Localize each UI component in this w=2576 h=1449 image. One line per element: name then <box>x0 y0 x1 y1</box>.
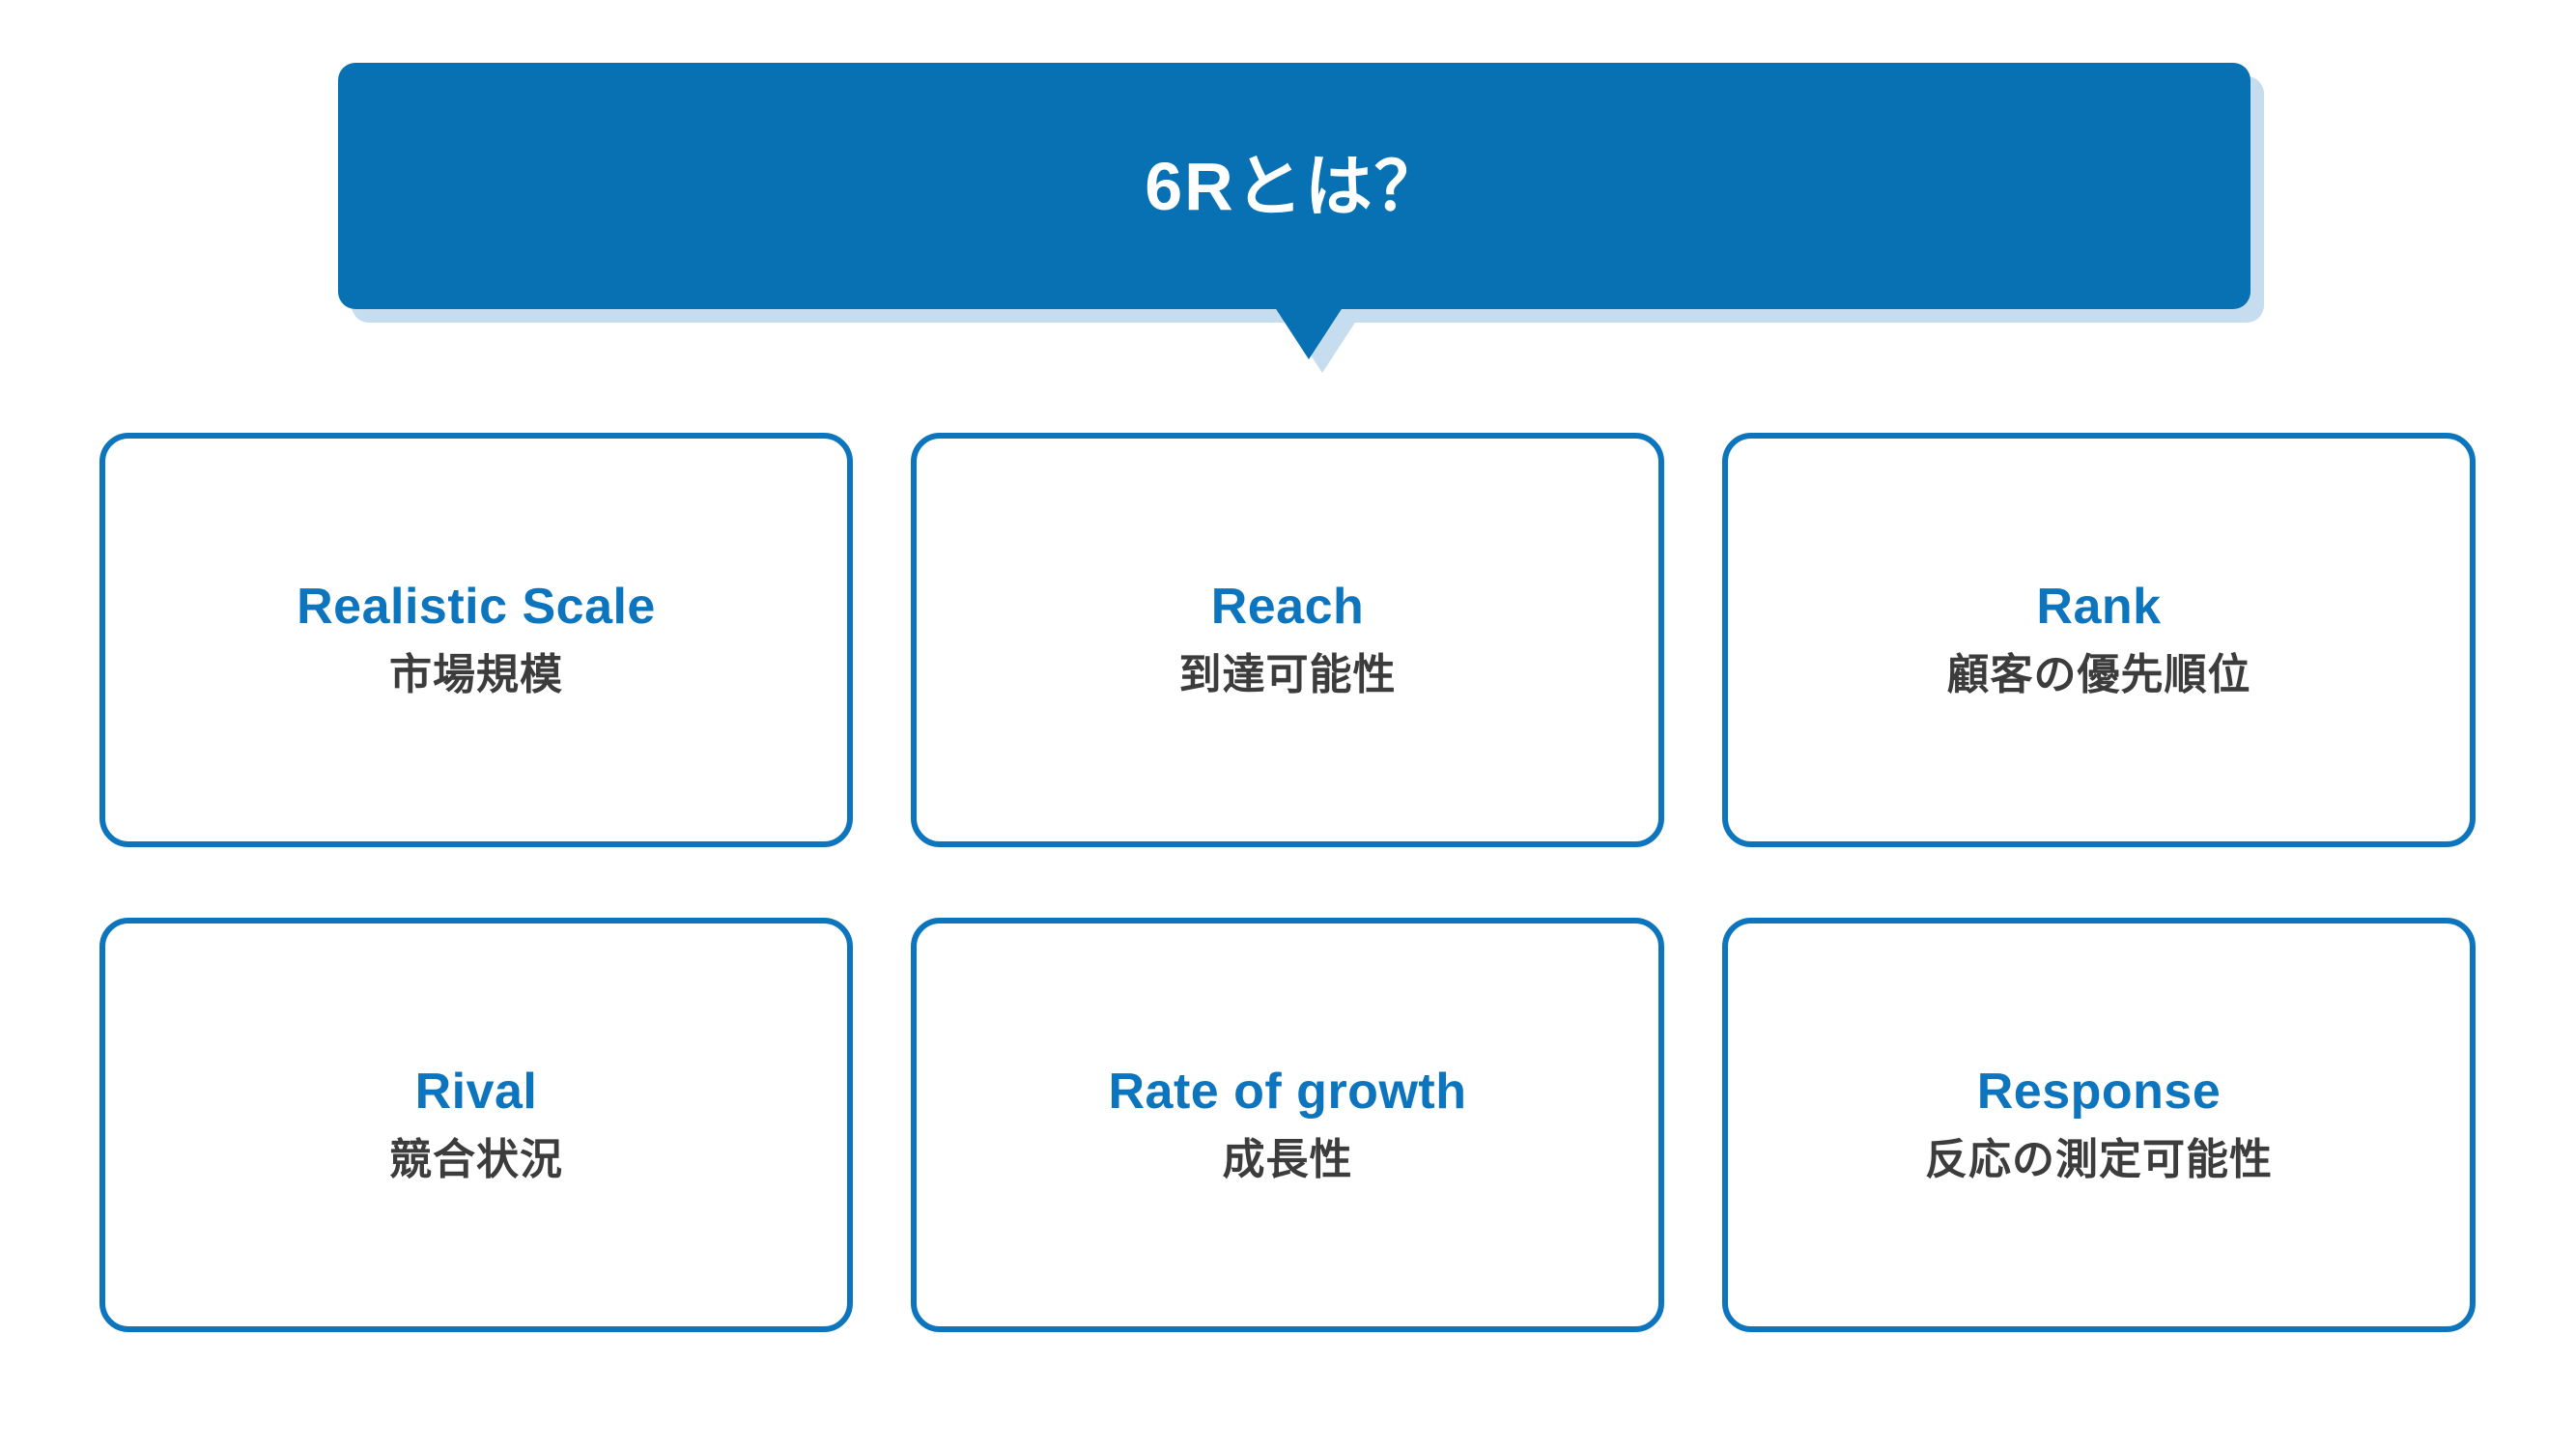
card-title-ja: 市場規模 <box>389 651 563 698</box>
card-rival[interactable]: Rival 競合状況 <box>99 918 853 1332</box>
card-title-en: Rate of growth <box>1108 1064 1467 1121</box>
card-title-ja: 到達可能性 <box>1178 651 1397 698</box>
card-reach[interactable]: Reach 到達可能性 <box>911 433 1664 847</box>
header-banner-area: 6Rとは？ <box>0 0 2576 386</box>
card-rate-of-growth[interactable]: Rate of growth 成長性 <box>911 918 1664 1332</box>
card-title-ja: 競合状況 <box>389 1136 563 1183</box>
header-banner: 6Rとは？ <box>338 63 2250 309</box>
card-title-ja: 顧客の優先順位 <box>1946 651 2251 698</box>
card-title-en: Response <box>1976 1064 2222 1121</box>
card-grid: Realistic Scale 市場規模 Reach 到達可能性 Rank 顧客… <box>99 433 2476 1332</box>
card-title-en: Rank <box>2036 579 2162 636</box>
page-title: 6Rとは？ <box>1145 148 1444 224</box>
card-title-en: Rival <box>414 1064 538 1121</box>
card-rank[interactable]: Rank 顧客の優先順位 <box>1722 433 2476 847</box>
card-response[interactable]: Response 反応の測定可能性 <box>1722 918 2476 1332</box>
card-title-ja: 反応の測定可能性 <box>1925 1136 2273 1183</box>
card-title-en: Reach <box>1210 579 1365 636</box>
card-realistic-scale[interactable]: Realistic Scale 市場規模 <box>99 433 853 847</box>
card-title-ja: 成長性 <box>1222 1136 1353 1183</box>
card-title-en: Realistic Scale <box>297 579 656 636</box>
